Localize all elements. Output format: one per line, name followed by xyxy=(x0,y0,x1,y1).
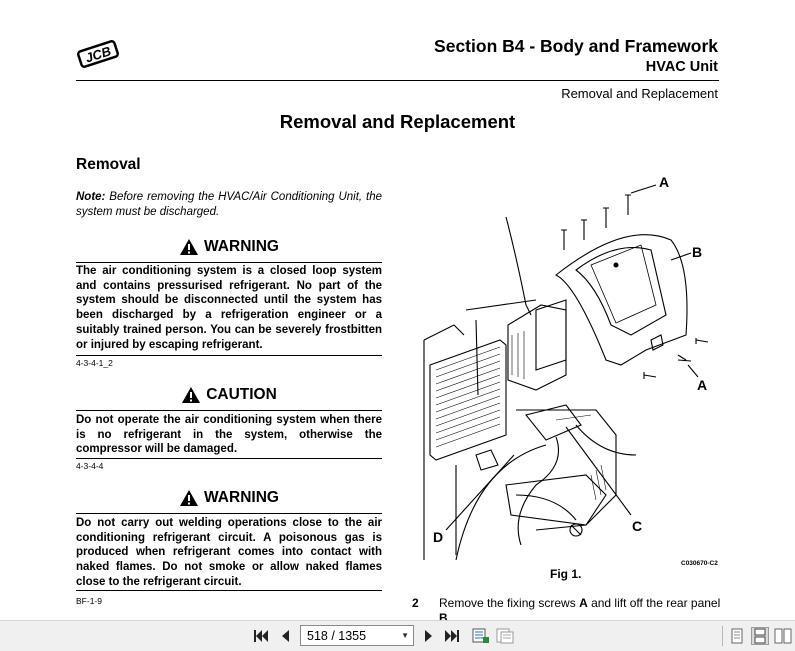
step-number: 2 xyxy=(412,596,419,610)
step-text-after: and lift off the rear panel xyxy=(587,596,721,610)
warning-code: 4-3-4-1_2 xyxy=(76,358,113,368)
note-paragraph: Note: Before removing the HVAC/Air Condi… xyxy=(76,190,382,220)
header-rule xyxy=(76,80,719,81)
svg-text:JCB: JCB xyxy=(83,43,112,65)
document-page: JCB Section B4 - Body and Framework HVAC… xyxy=(76,36,721,620)
page-number-select[interactable]: 518 / 1355 ▼ xyxy=(300,625,414,646)
section-subtitle: HVAC Unit xyxy=(645,59,718,75)
warning-code: BF-1-9 xyxy=(76,596,102,606)
warning-heading: WARNING xyxy=(76,489,382,507)
step-text-bold: A xyxy=(579,596,588,610)
figure-caption: Fig 1. xyxy=(550,567,582,581)
label-b: B xyxy=(692,244,702,260)
last-page-icon[interactable] xyxy=(443,627,461,645)
warning-heading-text: WARNING xyxy=(204,238,279,255)
warning-body: Do not carry out welding operations clos… xyxy=(76,517,382,588)
label-a-top: A xyxy=(659,174,669,190)
warning-triangle-icon xyxy=(182,387,201,403)
section-title: Section B4 - Body and Framework xyxy=(434,36,718,56)
step-text: Remove the fixing screws A and lift off … xyxy=(439,596,720,610)
label-d: D xyxy=(433,529,443,545)
warning-triangle-icon xyxy=(180,490,199,506)
alert-rule-top xyxy=(76,513,382,514)
viewer-toolbar: 518 / 1355 ▼ xyxy=(0,620,795,651)
caution-body: Do not operate the air conditioning syst… xyxy=(76,414,382,456)
fit-page-icon[interactable] xyxy=(472,627,490,645)
figure-id: C030670-C2 xyxy=(681,560,718,567)
step-text-before: Remove the fixing screws xyxy=(439,596,580,610)
facing-view-icon[interactable] xyxy=(774,627,792,645)
caution-heading-text: CAUTION xyxy=(206,386,277,403)
first-page-icon[interactable] xyxy=(252,627,270,645)
caution-code: 4-3-4-4 xyxy=(76,461,104,471)
toolbar-separator xyxy=(722,626,723,646)
jcb-logo: JCB xyxy=(76,40,120,68)
alert-rule-bottom xyxy=(76,590,382,591)
subsection-label: Removal and Replacement xyxy=(561,86,718,101)
page-indicator: 518 / 1355 xyxy=(307,628,367,643)
note-text: Before removing the HVAC/Air Conditionin… xyxy=(76,191,382,218)
chevron-down-icon: ▼ xyxy=(401,631,409,640)
fit-width-icon[interactable] xyxy=(496,627,514,645)
page-title: Removal and Replacement xyxy=(279,111,516,132)
warning-heading: WARNING xyxy=(76,238,382,256)
hvac-unit-illustration: A B A C D xyxy=(423,174,709,561)
alert-rule-top xyxy=(76,262,382,263)
label-a-bottom: A xyxy=(697,377,707,393)
warning-triangle-icon xyxy=(180,239,199,255)
note-label: Note: xyxy=(76,191,106,203)
continuous-view-icon[interactable] xyxy=(751,627,769,645)
single-page-view-icon[interactable] xyxy=(728,627,746,645)
caution-heading: CAUTION xyxy=(76,386,382,404)
alert-rule-top xyxy=(76,410,382,411)
alert-rule-bottom xyxy=(76,355,382,356)
step-text-continued: B. xyxy=(439,611,451,620)
warning-body: The air conditioning system is a closed … xyxy=(76,265,382,351)
prev-page-icon[interactable] xyxy=(276,627,294,645)
alert-rule-bottom xyxy=(76,458,382,459)
label-c: C xyxy=(632,518,642,534)
fixing-screws xyxy=(561,194,709,379)
removal-heading: Removal xyxy=(76,156,141,173)
rear-panel xyxy=(554,234,688,366)
next-page-icon[interactable] xyxy=(420,627,438,645)
warning-heading-text: WARNING xyxy=(204,489,279,506)
heat-exchanger xyxy=(429,339,507,461)
